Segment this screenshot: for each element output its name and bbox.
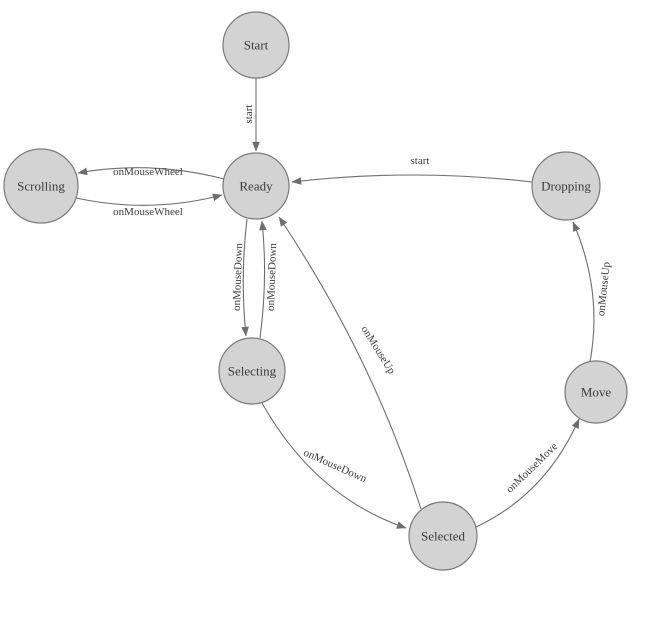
state-circle[interactable] (222, 11, 290, 79)
edge-line[interactable] (291, 174, 533, 185)
edge-label: onMouseDown (265, 242, 279, 311)
state-circle[interactable] (3, 148, 79, 224)
state-node-start[interactable]: Start (222, 11, 290, 79)
state-circle[interactable] (531, 151, 601, 221)
edge-selected-to-move[interactable]: onMouseMove (475, 418, 580, 528)
edge-scrolling-to-ready[interactable]: onMouseWheel (75, 193, 223, 218)
state-label: Ready (239, 179, 273, 194)
state-circle[interactable] (408, 501, 478, 571)
edge-selecting-to-selected[interactable]: onMouseDown (261, 402, 407, 529)
state-node-selected[interactable]: Selected (408, 501, 478, 571)
edge-line[interactable] (259, 220, 267, 339)
state-label: Selecting (228, 364, 277, 379)
edge-ready-to-scrolling[interactable]: onMouseWheel (77, 166, 225, 180)
edges-layer: start onMouseWheel onMouseWheel start on… (75, 78, 613, 529)
edge-label: onMouseWheel (113, 206, 183, 218)
state-label: Dropping (541, 179, 591, 194)
state-node-selecting[interactable]: Selecting (218, 337, 286, 405)
state-label: Start (244, 38, 269, 53)
edge-ready-to-selecting[interactable]: onMouseDown (231, 218, 249, 337)
edge-label: start (243, 105, 255, 124)
state-label: Scrolling (17, 179, 65, 194)
edge-selecting-to-ready[interactable]: onMouseDown (259, 220, 279, 339)
edge-label: onMouseUp (359, 324, 398, 377)
state-label: Move (581, 385, 612, 400)
edge-label: start (411, 155, 430, 167)
state-label: Selected (421, 529, 466, 544)
state-node-move[interactable]: Move (564, 360, 628, 424)
state-node-dropping[interactable]: Dropping (531, 151, 601, 221)
edge-dropping-to-ready[interactable]: start (291, 155, 533, 185)
edge-line[interactable] (261, 402, 407, 529)
state-circle[interactable] (222, 152, 290, 220)
edge-line[interactable] (75, 193, 223, 206)
edge-line[interactable] (475, 418, 580, 528)
state-circle[interactable] (218, 337, 286, 405)
nodes-layer: Start Ready Scrolling Dropping Selecting… (3, 11, 628, 571)
edge-move-to-dropping[interactable]: onMouseUp (572, 221, 613, 363)
edge-label: onMouseUp (595, 261, 613, 317)
edge-line[interactable] (278, 216, 422, 510)
edge-label: onMouseWheel (113, 166, 183, 178)
edge-line[interactable] (572, 221, 595, 363)
state-node-ready[interactable]: Ready (222, 152, 290, 220)
edge-start-to-ready[interactable]: start (243, 78, 260, 152)
state-circle[interactable] (564, 360, 628, 424)
state-node-scrolling[interactable]: Scrolling (3, 148, 79, 224)
edge-label: onMouseDown (231, 242, 245, 311)
edge-line[interactable] (241, 218, 249, 337)
edge-label: onMouseDown (302, 447, 369, 486)
edge-line[interactable] (77, 167, 225, 180)
edge-label: onMouseMove (504, 440, 560, 495)
